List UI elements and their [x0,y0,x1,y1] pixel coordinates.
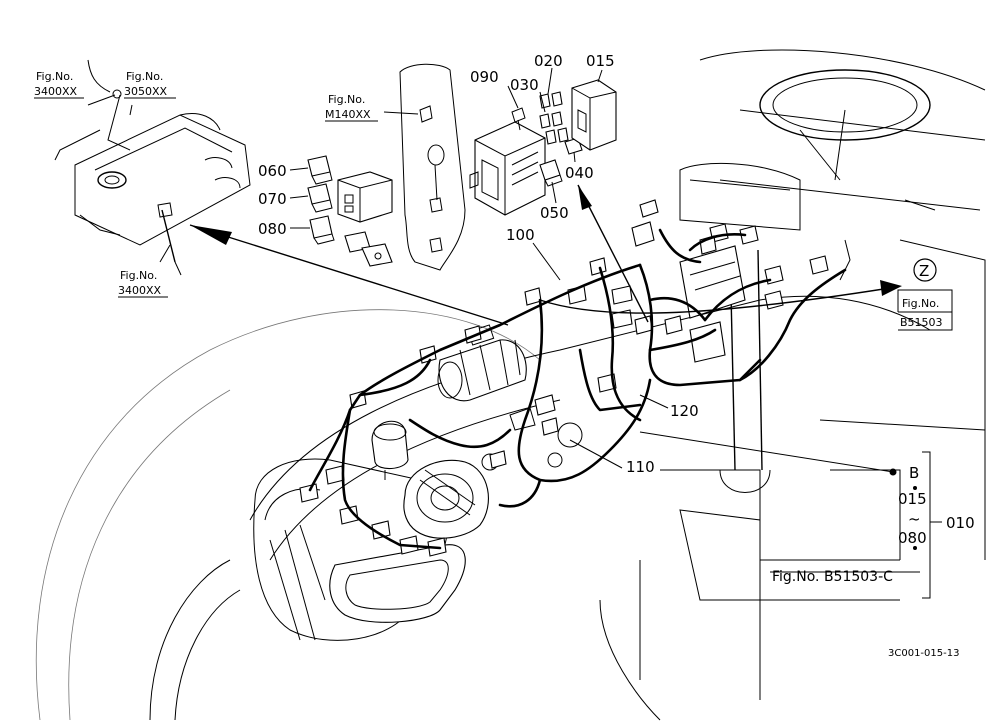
fig-3050-number: 3050XX [124,85,168,98]
fig-m140-title: Fig.No. [328,93,365,106]
part-label-015: 015 [586,52,615,70]
fig-3400-top-title: Fig.No. [36,70,73,83]
fig-3050-title: Fig.No. [126,70,163,83]
fuse-box-assembly [469,79,617,216]
b-marker-label: B [909,464,919,482]
drawing-code: 3C001-015-13 [888,648,959,659]
range-start-015: 015 [898,490,927,508]
z-marker-label: Z [919,262,929,280]
part-label-090: 090 [470,68,499,86]
main-wiring-harness [308,228,847,550]
fig-ref-b51503-c: Fig.No. B51503-C [772,569,893,585]
part-label-020: 020 [534,52,563,70]
dashboard-connectors [631,162,936,363]
engine-cylinder-head-detail [54,59,251,276]
part-label-040: 040 [565,164,594,182]
connector-parts-group [307,155,393,267]
fig-m140-number: M140XX [325,108,371,121]
range-tilde: ~ [908,510,921,528]
group-bracket [922,451,931,599]
fig-b51503-number: B51503 [900,316,943,329]
part-label-010: 010 [946,514,975,532]
part-label-120: 120 [670,402,699,420]
part-label-110: 110 [626,458,655,476]
fig-3400-bottom-title: Fig.No. [120,269,157,282]
z-marker-circle [913,258,937,282]
part-label-100: 100 [506,226,535,244]
engine-components [371,285,633,539]
part-label-080: 080 [258,220,287,238]
fig-b51503-title: Fig.No. [902,297,939,310]
fig-3400-bottom-number: 3400XX [118,284,162,297]
mounting-bracket-panel [399,63,466,271]
range-end-080: 080 [898,529,927,547]
part-label-060: 060 [258,162,287,180]
part-label-030: 030 [510,76,539,94]
part-label-050: 050 [540,204,569,222]
text-labels: Fig.No. 3400XX Fig.No. 3050XX Fig.No. 34… [34,52,975,659]
fig-3400-top-number: 3400XX [34,85,78,98]
part-label-070: 070 [258,190,287,208]
leader-lines [34,67,953,476]
